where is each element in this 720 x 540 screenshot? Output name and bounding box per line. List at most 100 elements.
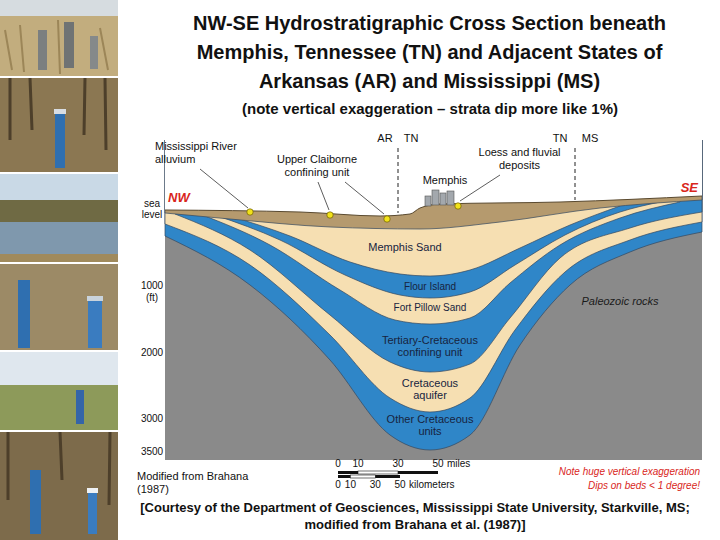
state-abbrev: MS [582,132,599,145]
scale-segment [338,475,350,478]
scale-segment [375,475,400,478]
scale-unit-box: kilometers [409,479,455,491]
well-pipe [88,300,102,348]
state-boundary [575,148,576,200]
city-label: Memphis [423,174,468,187]
photo-sky [0,0,118,16]
annotations [200,148,575,478]
axis-label: 3000 [135,413,169,425]
layer-label-box: Tertiary-Cretaceous confining unit [367,334,493,358]
photo-sky [0,174,118,200]
layer-label: Fort Pillow Sand [394,302,467,313]
photo-strip [0,0,118,540]
scale-number-box: 10 [352,458,363,470]
unit-callout-box: Loess and fluvial deposits [467,146,572,172]
leader-line [318,182,329,210]
sky [165,126,702,216]
building [432,190,439,205]
callout-dots [247,203,461,222]
subtitle: (note vertical exaggeration – strata dip… [242,100,618,118]
scale-number-box: 10 [345,479,356,491]
state-abbrev: TN [404,132,419,145]
scale-number-box: 30 [370,479,381,491]
leader-lines [200,169,500,214]
layer-label: Memphis Sand [368,241,441,254]
photo [0,78,118,172]
building [447,191,454,205]
lake [0,222,118,254]
source-note-box: Modified from Brahana (1987) [137,470,257,496]
scale-number-box: 0 [335,458,341,470]
well-pipe [30,470,41,534]
layer-label: Tertiary-Cretaceous confining unit [367,334,493,358]
direction-label-box: NW [168,190,190,206]
leader-line [345,182,384,214]
axis-label-box: 3000 [135,413,169,425]
scale-unit: miles [447,458,470,470]
credit-caption: [Courtesy of the Department of Geoscienc… [135,499,695,533]
axis-label-box: 1000 (ft) [135,280,169,304]
warning-note: Dips on beds < 1 degree! [588,480,700,492]
scale-unit: kilometers [409,479,455,491]
building [440,193,446,205]
photo-ground [0,264,118,350]
well-cap [87,296,103,301]
warning-note-box: Note huge vertical exaggeration [559,466,700,478]
scale-number-box: 50 [432,458,443,470]
grass [5,20,108,74]
warning-note: Note huge vertical exaggeration [559,466,700,478]
layer-label-box: Other Cretaceous units [380,413,480,437]
unit-callout: Upper Claiborne confining unit [262,153,372,179]
well-pipe [88,492,97,534]
layer-label: Other Cretaceous units [380,413,480,437]
scale-segment [338,471,358,474]
unit-callout-box: Mississippi River alluvium [155,140,273,166]
axis-label-box: 2000 [135,347,169,359]
scale-segment [398,471,438,474]
scale-number: 0 [335,458,341,470]
scale-number: 30 [392,458,403,470]
well-pipe [18,280,30,348]
photo-ground [0,0,118,76]
photo-ground [0,78,118,172]
scale-number: 50 [432,458,443,470]
photo [0,432,118,540]
well-pipe [76,390,84,424]
scale-number-box: 50 [394,479,405,491]
scale-bar [338,471,438,478]
layer-label-box: Cretaceous aquifer [390,377,470,401]
caption-box: [Courtesy of the Department of Geoscienc… [135,499,695,533]
unit-callout-box: Upper Claiborne confining unit [262,153,372,179]
scale-number: 10 [352,458,363,470]
state-abbrev: AR [377,132,392,145]
city-skyline [425,190,454,206]
subtitle-box: (note vertical exaggeration – strata dip… [242,100,618,118]
scale-number: 10 [345,479,356,491]
state-abbrev-box: AR [377,132,392,145]
scale-unit-box: miles [447,458,470,470]
callout-dot [247,209,253,215]
axis-label-box: 3500 [135,446,169,458]
well-pipe [64,22,74,68]
cross-section [165,126,702,460]
well-pipe [55,112,65,168]
grass-field [0,385,118,430]
photo [0,0,118,76]
axis-label: sea level [135,198,169,220]
direction-label-box: SE [681,180,698,196]
photo [0,352,118,430]
city-label-box: Memphis [423,174,468,187]
state-abbrev-box: TN [553,132,568,145]
well-cap [54,109,66,114]
axis-label: 3500 [135,446,169,458]
scale-segment [358,471,398,474]
warning-note-box: Dips on beds < 1 degree! [588,480,700,492]
state-abbrev-box: TN [404,132,419,145]
scale-number: 30 [370,479,381,491]
axis-label-box: sea level [135,198,169,220]
state-abbrev: TN [553,132,568,145]
photo [0,174,118,262]
scale-number-box: 0 [335,479,341,491]
unit-callout: Loess and fluvial deposits [467,146,572,172]
